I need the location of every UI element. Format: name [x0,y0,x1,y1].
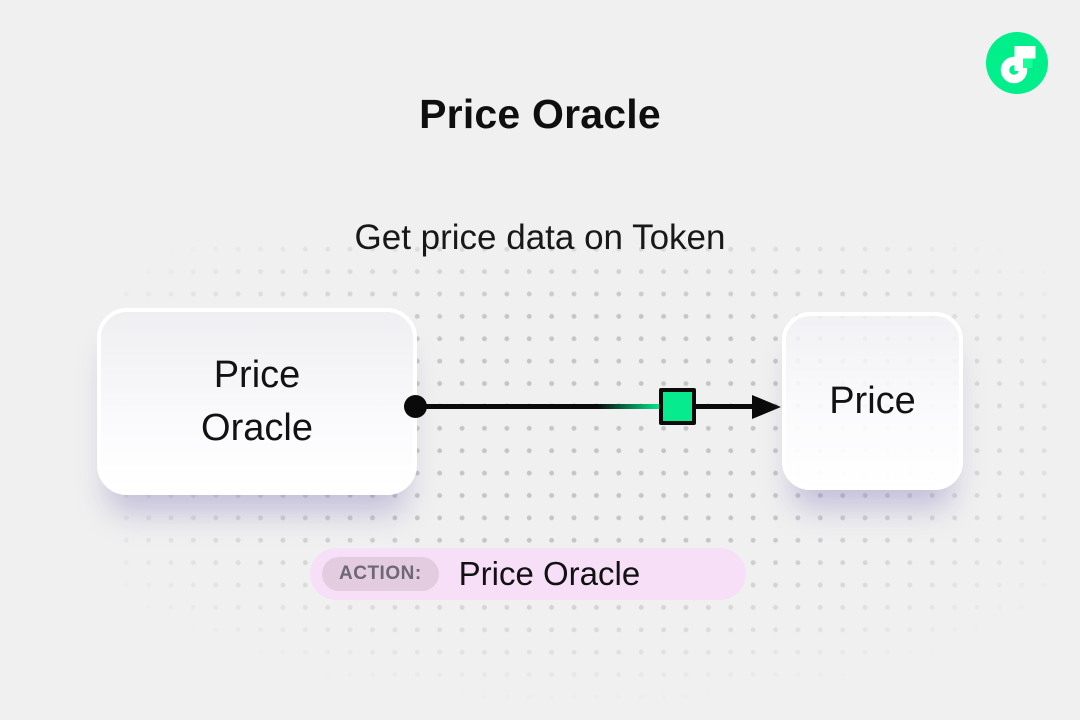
node-price: Price [782,312,963,490]
connector-arrowhead-icon [752,395,781,419]
node-price-oracle-label: Price Oracle [201,354,313,449]
flow-logo-icon [986,32,1048,94]
action-tag: ACTION: [322,557,439,591]
action-value: Price Oracle [458,555,641,592]
node-price-label: Price [829,379,916,422]
action-pill: ACTION: Price Oracle [310,548,746,600]
page-title: Price Oracle [419,91,661,138]
connector-line [415,404,757,409]
diagram-subtitle: Get price data on Token [354,218,726,257]
connector-source-dot [404,395,427,418]
node-price-oracle: Price Oracle [97,308,417,495]
connector-green-fade [598,404,660,409]
connector-action-marker [659,388,696,425]
